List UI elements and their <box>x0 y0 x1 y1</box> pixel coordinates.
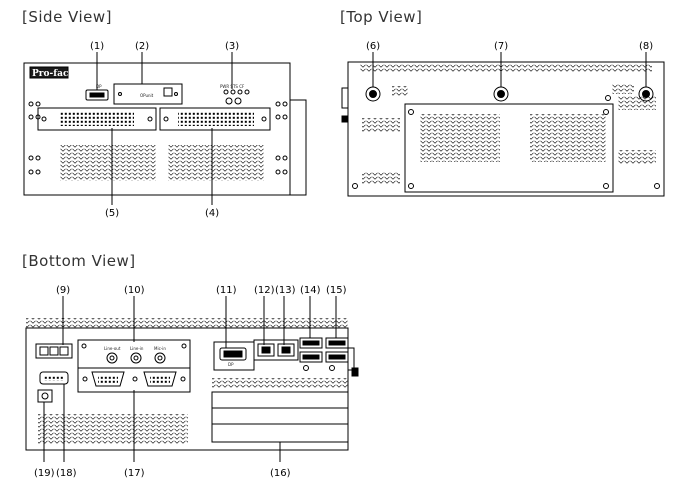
svg-text:DP: DP <box>96 84 102 89</box>
svg-text:Line-in: Line-in <box>130 346 144 351</box>
side-view-screws <box>28 101 288 175</box>
callout-1: (1) <box>90 41 104 52</box>
callout-15: (15) <box>326 285 347 296</box>
callout-16: (16) <box>270 468 291 479</box>
svg-text:Line-out: Line-out <box>104 346 121 351</box>
callout-19: (19) <box>34 468 55 479</box>
callout-7: (7) <box>494 41 508 52</box>
audio-jacks: Line-out Line-in Mic-in <box>81 343 187 364</box>
serial-port-com <box>39 371 69 385</box>
ground-terminal <box>37 389 53 403</box>
callout-5: (5) <box>105 208 119 219</box>
brand-logo-plate <box>29 66 69 79</box>
lan-ports <box>253 339 299 361</box>
callout-14: (14) <box>300 285 321 296</box>
right-expansion-module <box>159 107 271 131</box>
side-vent-right <box>168 145 264 181</box>
svg-text:OPunit: OPunit <box>140 93 154 98</box>
svg-text:Mic-in: Mic-in <box>154 346 166 351</box>
side-view-depth-lines <box>290 99 307 196</box>
callout-8: (8) <box>639 41 653 52</box>
svg-text:DP: DP <box>228 362 234 367</box>
power-terminal-block <box>35 343 73 359</box>
usb-ports-right <box>325 337 349 371</box>
brand-logo-text: Pro-face <box>32 69 74 79</box>
callout-3: (3) <box>225 41 239 52</box>
callout-9: (9) <box>56 285 70 296</box>
side-vent-left <box>60 145 156 181</box>
callout-13: (13) <box>275 285 296 296</box>
option-slot-cover <box>113 83 183 105</box>
antenna-connector-3 <box>612 84 654 102</box>
callout-6: (6) <box>366 41 380 52</box>
top-view-title: [Top View] <box>340 8 423 26</box>
callout-17: (17) <box>124 468 145 479</box>
side-view-title: [Side View] <box>22 8 113 26</box>
callout-2: (2) <box>135 41 149 52</box>
bottom-view: Line-out Line-in Mic-in DP <box>25 296 359 462</box>
dp-port <box>219 347 247 361</box>
callout-10: (10) <box>124 285 145 296</box>
callout-4: (4) <box>205 208 219 219</box>
side-view-callouts: (1) (2) (3) (5) (4) <box>90 41 239 219</box>
status-led-cluster: PWR STS CF <box>220 84 250 105</box>
bottom-view-title: [Bottom View] <box>22 252 136 270</box>
callout-18: (18) <box>56 468 77 479</box>
svg-text:PWR STS CF: PWR STS CF <box>220 84 245 89</box>
callout-11: (11) <box>216 285 237 296</box>
usb-ports-left <box>299 337 323 371</box>
top-view <box>341 52 665 197</box>
callout-12: (12) <box>254 285 275 296</box>
side-view: Pro-face DP OPunit PWR STS CF <box>23 52 307 205</box>
top-view-callouts: (6) (7) (8) <box>366 41 653 52</box>
bottom-view-callouts: (9) (10) (11) (12) (13) (14) (15) (19) (… <box>34 285 347 479</box>
